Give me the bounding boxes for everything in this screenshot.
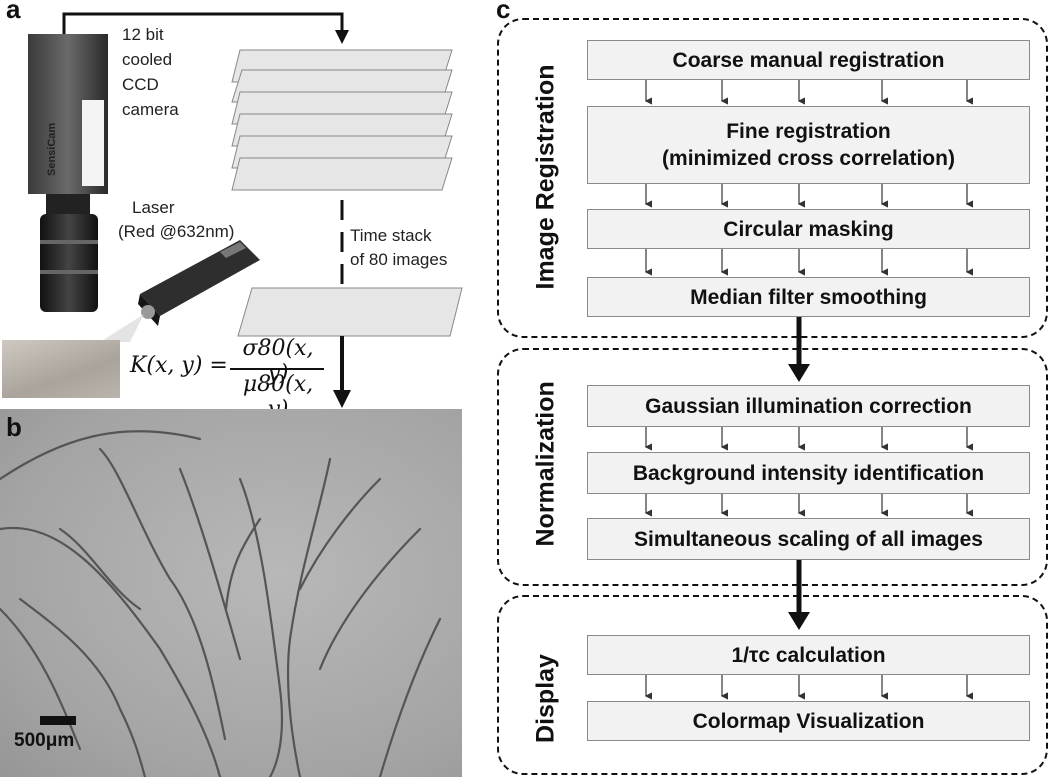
step-circular-masking: Circular masking — [587, 209, 1030, 249]
contrast-image — [237, 287, 463, 337]
scale-bar — [40, 716, 76, 725]
laser-label: Laser (Red @632nm) — [118, 196, 234, 244]
camera-label-line: 12 bit — [122, 25, 164, 44]
skin-photo — [2, 340, 120, 398]
formula-lhs: K(x, y) = — [130, 353, 228, 378]
step-colormap-visualization: Colormap Visualization — [587, 701, 1030, 741]
step-tau-calculation: 1/τc calculation — [587, 635, 1030, 675]
step-gaussian-correction: Gaussian illumination correction — [587, 385, 1030, 427]
step-fine-registration-text: Fine registration (minimized cross corre… — [662, 120, 955, 170]
down-arrow-to-b — [333, 336, 351, 408]
step-background-identification: Background intensity identification — [587, 452, 1030, 494]
step-simultaneous-scaling: Simultaneous scaling of all images — [587, 518, 1030, 560]
formula-numerator: σ80(x, y) — [242, 336, 314, 386]
scale-bar-label: 500μm — [14, 730, 75, 751]
laser-label-line: (Red @632nm) — [118, 222, 235, 241]
section-flow-arrows — [788, 317, 810, 630]
camera-label-line: cooled — [122, 50, 173, 69]
step-fine-registration: Fine registration (minimized cross corre… — [587, 106, 1030, 184]
laser-image — [100, 240, 260, 342]
camera-label-line: camera — [122, 100, 179, 119]
camera-label: 12 bit cooled CCD camera — [122, 22, 179, 122]
image-time-stack — [231, 49, 453, 191]
time-stack-line: Time stack — [350, 226, 432, 245]
step-coarse-registration: Coarse manual registration — [587, 40, 1030, 80]
section-display — [497, 595, 1048, 775]
step-tau-calculation-text: 1/τc calculation — [731, 643, 886, 667]
panel-b-letter: b — [6, 412, 22, 442]
ccd-camera-image — [28, 34, 108, 312]
formula-fraction-bar — [230, 368, 324, 370]
panel-a-letter: a — [6, 0, 21, 24]
section-image-registration — [497, 18, 1048, 338]
section-normalization — [497, 348, 1048, 586]
time-stack-label: Time stack of 80 images — [350, 224, 447, 272]
camera-label-line: CCD — [122, 75, 159, 94]
vessel-branches — [0, 430, 442, 779]
step-median-filter: Median filter smoothing — [587, 277, 1030, 317]
laser-label-line: Laser — [132, 198, 175, 217]
panel-c-letter: c — [496, 0, 511, 24]
camera-to-stack-arrow — [62, 12, 349, 44]
formula-denominator: μ80(x, y) — [242, 372, 314, 422]
vessel-image — [0, 409, 462, 779]
time-stack-line: of 80 images — [350, 250, 448, 269]
